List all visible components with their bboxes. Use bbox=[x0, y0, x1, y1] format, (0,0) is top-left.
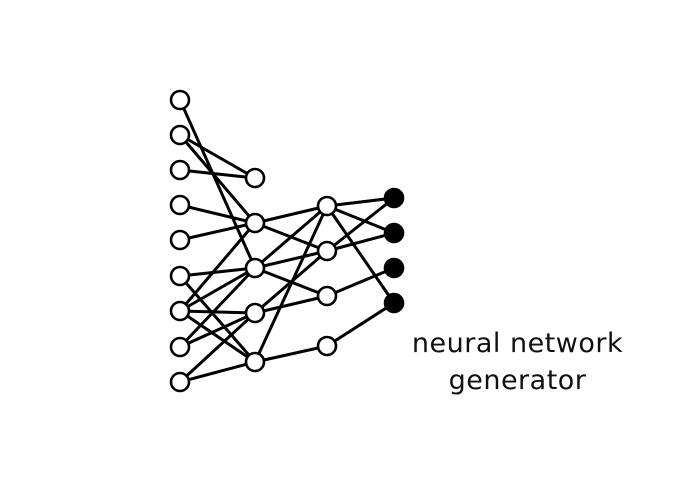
network-node bbox=[169, 336, 191, 358]
network-node bbox=[169, 124, 191, 146]
network-node bbox=[244, 167, 266, 189]
output-node bbox=[383, 257, 405, 279]
caption-line-1: neural network bbox=[411, 328, 624, 359]
network-node bbox=[169, 265, 191, 287]
network-node bbox=[244, 212, 266, 234]
network-node bbox=[169, 371, 191, 393]
network-edge bbox=[178, 266, 257, 278]
network-edge bbox=[178, 203, 257, 225]
network-edge bbox=[325, 204, 396, 305]
network-edge bbox=[325, 231, 396, 253]
network-edge bbox=[178, 311, 257, 384]
network-node bbox=[316, 240, 338, 262]
network-node bbox=[169, 89, 191, 111]
network-edges bbox=[178, 98, 396, 384]
network-node bbox=[169, 159, 191, 181]
network-edge bbox=[178, 168, 257, 180]
network-edge bbox=[178, 221, 257, 242]
network-edge bbox=[325, 204, 396, 235]
network-edge bbox=[253, 204, 329, 225]
network-node bbox=[316, 285, 338, 307]
network-edge bbox=[253, 204, 329, 364]
network-node bbox=[244, 351, 266, 373]
network-edge bbox=[178, 311, 257, 349]
network-edge bbox=[178, 274, 257, 364]
network-node bbox=[169, 194, 191, 216]
network-edge bbox=[325, 196, 396, 253]
network-edge bbox=[178, 360, 257, 384]
network-node bbox=[244, 302, 266, 324]
network-edge bbox=[178, 133, 257, 180]
network-edge bbox=[178, 221, 257, 313]
caption-line-2: generator bbox=[448, 365, 587, 396]
network-edge bbox=[178, 309, 257, 364]
network-node bbox=[244, 257, 266, 279]
output-node bbox=[383, 222, 405, 244]
network-edge bbox=[178, 266, 257, 349]
network-node bbox=[316, 335, 338, 357]
network-edge bbox=[178, 133, 257, 225]
network-edge bbox=[178, 266, 257, 313]
output-node bbox=[383, 292, 405, 314]
network-edge bbox=[178, 309, 257, 315]
network-edge bbox=[253, 204, 329, 270]
network-edge bbox=[325, 266, 396, 298]
output-node bbox=[383, 187, 405, 209]
network-edge bbox=[253, 249, 329, 270]
network-node bbox=[316, 195, 338, 217]
network-edge bbox=[325, 301, 396, 348]
network-edge bbox=[325, 196, 396, 208]
network-edge bbox=[253, 294, 329, 315]
network-node bbox=[169, 300, 191, 322]
network-node bbox=[169, 229, 191, 251]
network-nodes bbox=[169, 89, 405, 393]
network-edge bbox=[253, 344, 329, 364]
network-edge bbox=[178, 98, 257, 270]
